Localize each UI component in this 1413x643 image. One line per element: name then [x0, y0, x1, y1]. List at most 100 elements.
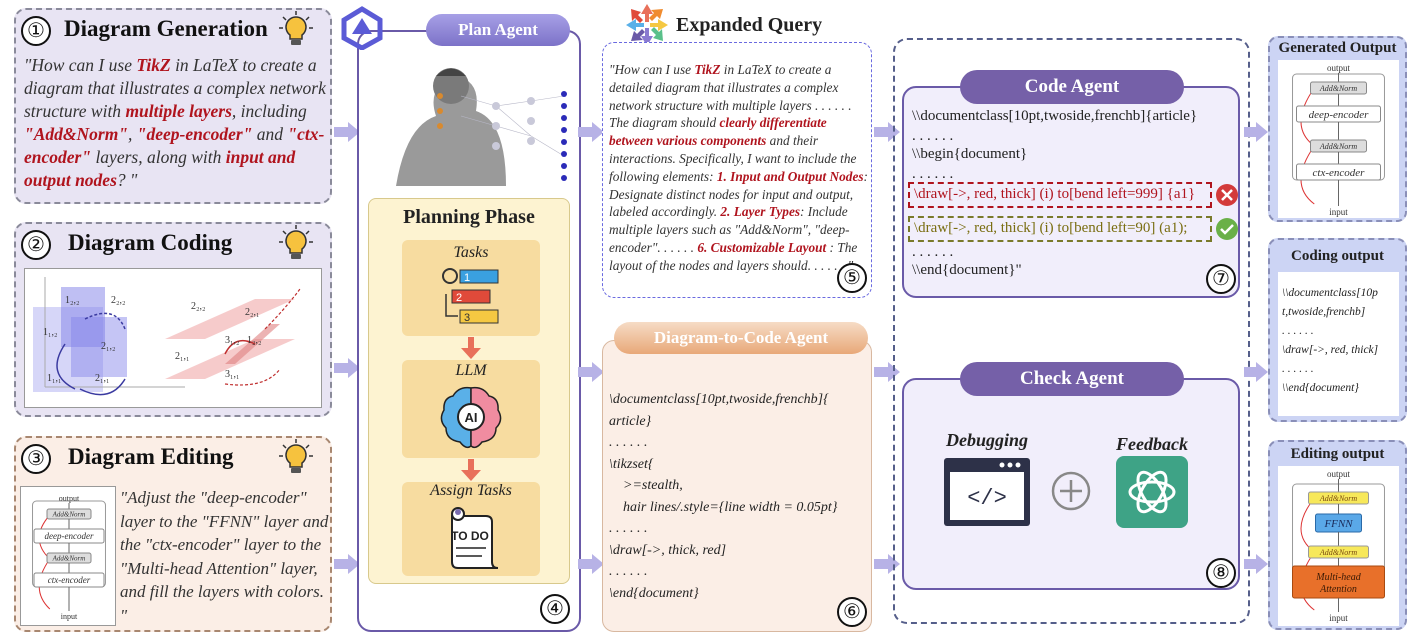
d2c-code: \documentclass[10pt,twoside,frenchb]{art… [609, 389, 871, 604]
highlight-text: TikZ [694, 62, 721, 77]
query-text: and their interactions. Specifically, I … [609, 133, 857, 184]
layer-label: input [1329, 207, 1348, 217]
plot-label: 2₂,₁ [245, 307, 260, 318]
svg-text:3: 3 [464, 312, 470, 324]
todo-scroll-icon: TO DO [451, 507, 499, 569]
error-line-box: \draw[->, red, thick] (i) to[bend left=9… [908, 182, 1212, 208]
layer-label: output [59, 494, 80, 503]
layer-label: ctx-encoder [1313, 167, 1366, 179]
query-text: : Designate distinct nodes for input and… [609, 168, 868, 220]
highlight-text: "ctx-encoder" [24, 124, 325, 167]
plot-label: 1₁,₁ [47, 373, 62, 384]
plot-label: 3₁,₁ [225, 369, 240, 380]
layer-label: Add&Norm [1319, 494, 1358, 503]
highlight-text: TikZ [136, 55, 171, 75]
step-number: ⑧ [1206, 558, 1236, 588]
diagram-to-code-label: Diagram-to-Code Agent [614, 322, 868, 354]
layer-label: Add&Norm [1319, 142, 1358, 151]
expanded-query-title: Expanded Query [676, 14, 823, 36]
error-x-icon [1216, 184, 1238, 206]
highlight-text: multiple layers [125, 101, 232, 121]
check-icon [1216, 218, 1238, 240]
plot-figure [33, 277, 301, 396]
planning-phase-title: Planning Phase [403, 206, 535, 228]
check-agent-box: Debugging Feedback </> ⑧ [902, 378, 1240, 590]
panel-title: Diagram Generation [64, 16, 268, 41]
task-list-icon: 1 2 3 [442, 268, 499, 324]
fixed-code-line: \draw[->, red, thick] (i) to[bend left=9… [914, 220, 1188, 236]
query-text: , including [231, 101, 307, 121]
layer-label: Add&Norm [1319, 548, 1358, 557]
arrow-icon [1244, 362, 1268, 382]
code-agent-label: Code Agent [960, 70, 1184, 104]
layer-label: Add&Norm [1319, 84, 1358, 93]
query-text: "How can I use [609, 62, 695, 77]
plot-label: 2₁,₁ [95, 373, 110, 384]
layer-label: input [61, 612, 78, 621]
code-line: . . . . . . [912, 244, 954, 260]
expand-arrows-icon [626, 4, 668, 46]
debugging-label: Debugging [946, 430, 1029, 450]
layer-label: Add&Norm [52, 554, 86, 562]
code-line: \tikzset{ [609, 456, 654, 472]
card-label: Tasks [453, 244, 489, 261]
svg-text:1: 1 [464, 272, 470, 284]
query-text: : The layout of the nodes and layers sho… [609, 239, 858, 273]
step-number: ⑥ [837, 597, 867, 627]
code-line: . . . . . . [912, 166, 954, 182]
layer-label: FFNN [1323, 518, 1353, 530]
highlight-text: input and output nodes [24, 147, 296, 190]
query-text: ? " [116, 170, 138, 190]
card-label: Assign Tasks [430, 482, 512, 499]
highlight-text: 2. Layer Types [720, 204, 801, 220]
lightbulb-icon [279, 439, 313, 473]
plot-label: 3₁,₂ [225, 335, 240, 346]
step-number: ② [21, 230, 51, 260]
layer-label: deep-encoder [45, 531, 94, 541]
agents-frame [893, 38, 1250, 624]
code-line: article} [609, 413, 652, 429]
code-line: \\documentclass[10pt,twoside,frenchb]{ar… [912, 108, 1198, 124]
query-text: in LaTeX to create a detailed diagram th… [609, 62, 852, 131]
code-line: >=stealth, [609, 478, 683, 493]
plus-icon [1051, 471, 1091, 511]
code-line: . . . . . . [1282, 363, 1314, 375]
step-number: ⑤ [837, 263, 867, 293]
error-code-line: \draw[->, red, thick] (i) to[bend left=9… [914, 186, 1196, 202]
check-agent-label: Check Agent [960, 362, 1184, 396]
arrow-icon [334, 358, 360, 378]
code-line: \end{document} [609, 585, 699, 601]
mini-diagram-svg: outputAdd&Normdeep-encoderAdd&Normctx-en… [32, 494, 106, 621]
layer-label: ctx-encoder [48, 575, 91, 585]
code-line: t,twoside,frenchb] [1282, 306, 1366, 318]
layer-label: deep-encoder [1309, 109, 1370, 121]
code-line: \\begin{document} [912, 146, 1028, 162]
card-label: LLM [455, 362, 487, 379]
ai-brain-icon: AI [440, 386, 502, 449]
code-line: \\end{document} [1282, 382, 1359, 394]
code-line: \draw[->, thick, red] [609, 542, 727, 558]
arrow-icon [1244, 122, 1268, 142]
llm-card: LLM AI [402, 360, 540, 458]
code-line: . . . . . . [1282, 325, 1314, 337]
highlight-text: "deep-encoder" [136, 124, 253, 144]
query-text: and [252, 124, 288, 144]
plot-label: 1₂,₂ [65, 295, 80, 306]
layer-label: input [1329, 613, 1348, 623]
highlight-text: 6. Customizable Layout [697, 239, 827, 255]
code-line: hair lines/.style={line width = 0.05pt} [609, 499, 838, 515]
residual-arrow [1300, 497, 1315, 553]
mini-diagram-svg: outputAdd&Normdeep-encoderAdd&Normctx-en… [1292, 63, 1385, 217]
plot-label: 1₁,₂ [43, 327, 58, 338]
